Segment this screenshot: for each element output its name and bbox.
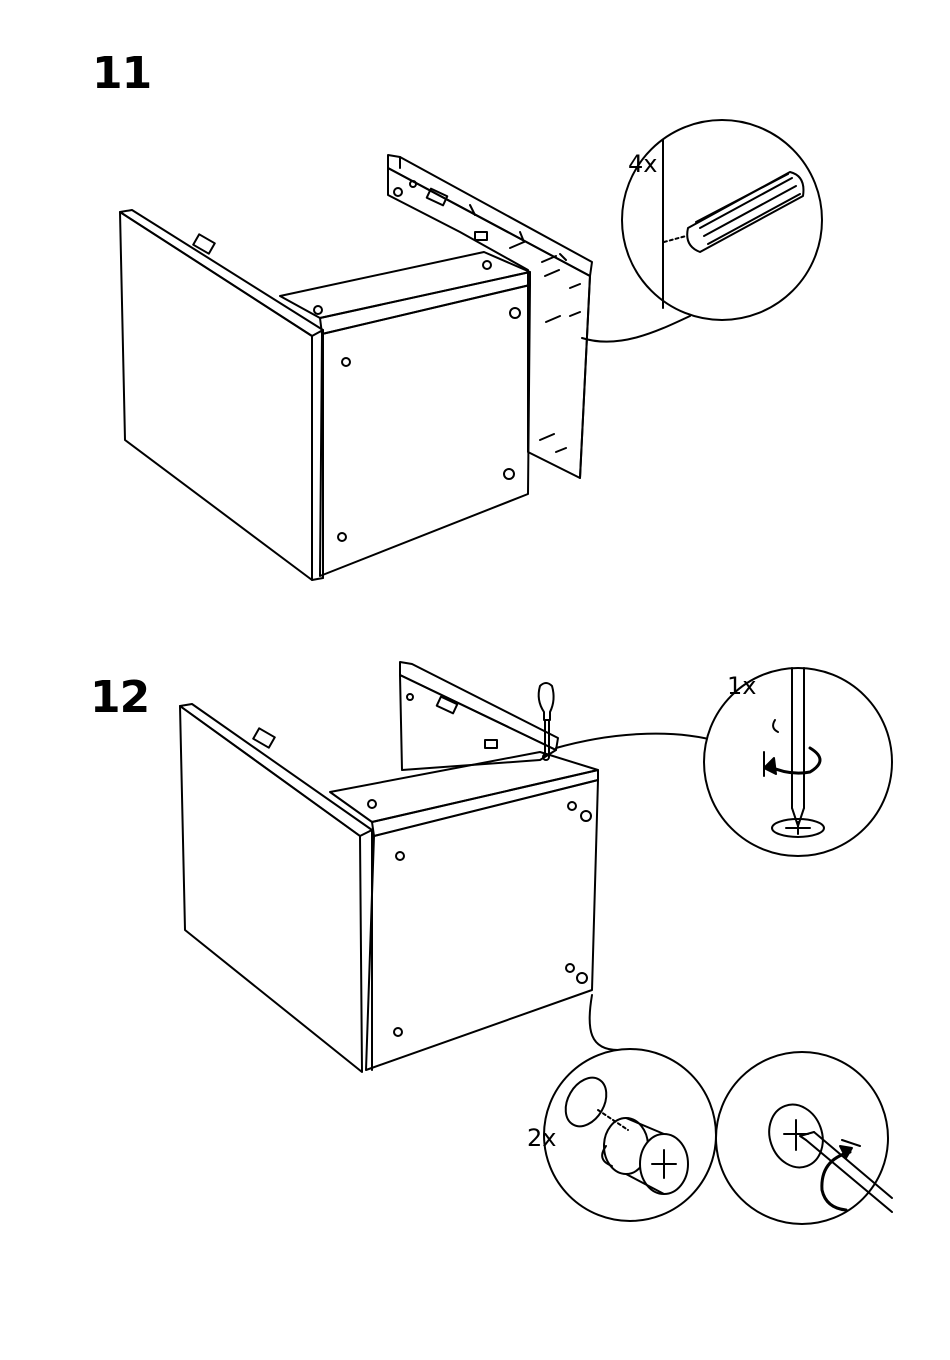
screw-quantity-label: 1x [727, 672, 756, 700]
dowel-quantity-label: 4x [628, 150, 657, 178]
camlock-callout-circle [544, 1049, 716, 1221]
camlock-quantity-label: 2x [527, 1124, 556, 1152]
step-11-cabinet-drawing [120, 155, 690, 580]
step-12-cabinet-drawing [180, 662, 720, 1072]
camlock-tighten-circle [716, 1052, 892, 1224]
